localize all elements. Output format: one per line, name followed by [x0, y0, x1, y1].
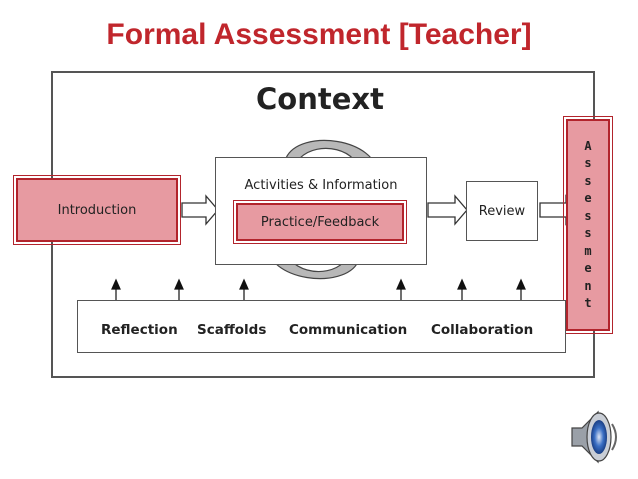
- activities-label: Activities & Information: [244, 178, 398, 193]
- assessment-letter: e: [584, 191, 592, 205]
- support-communication: Communication: [289, 322, 408, 338]
- assessment-letter: e: [584, 261, 592, 275]
- support-arrows: [111, 278, 526, 300]
- assessment-letter: m: [584, 243, 592, 258]
- context-label: Context: [256, 82, 384, 116]
- support-scaffolds: Scaffolds: [197, 322, 267, 338]
- supports-box: [77, 300, 566, 353]
- assessment-letter: n: [584, 278, 592, 293]
- support-collaboration: Collaboration: [431, 322, 534, 338]
- page-title: Formal Assessment [Teacher]: [106, 18, 532, 51]
- practice-feedback-box: Practice/Feedback: [233, 200, 407, 244]
- assessment-letter: s: [584, 173, 592, 188]
- arrow-intro-to-activities: [181, 194, 219, 226]
- assessment-letter: t: [584, 296, 592, 310]
- review-box: Review: [466, 181, 538, 241]
- assessment-letter: A: [584, 138, 592, 153]
- speaker-icon[interactable]: [568, 406, 622, 468]
- introduction-box: Introduction: [13, 175, 181, 245]
- assessment-letter: s: [584, 226, 592, 240]
- arrow-activities-to-review: [427, 194, 468, 226]
- support-reflection: Reflection: [101, 322, 178, 338]
- assessment-box: A s s e s s m e n t: [563, 116, 613, 334]
- assessment-letter: s: [584, 156, 592, 170]
- assessment-letter: s: [584, 208, 592, 223]
